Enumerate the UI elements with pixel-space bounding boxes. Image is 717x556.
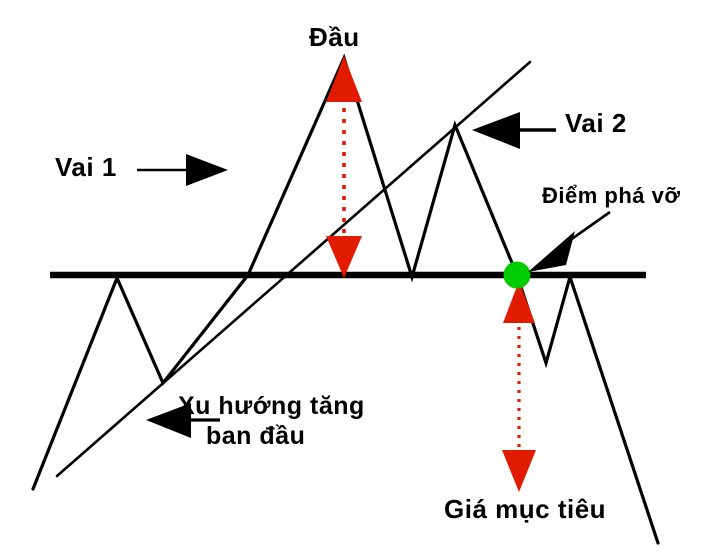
target-projection-measure-arrow bbox=[502, 281, 536, 492]
label-initial-uptrend-line1: Xu hướng tăng bbox=[178, 392, 365, 420]
head-measure-up-arrowhead bbox=[326, 56, 362, 102]
breakout-pointer-arrow bbox=[528, 210, 611, 272]
head-measure-down-arrowhead bbox=[326, 236, 362, 278]
label-initial-uptrend: Xu hướng tăng ban đầu bbox=[178, 392, 365, 451]
breakout-point-dot bbox=[503, 261, 531, 289]
shoulder-2-pointer-arrow bbox=[472, 112, 556, 149]
uptrend-trendline bbox=[55, 60, 532, 478]
head-height-measure-arrow bbox=[326, 56, 362, 278]
label-breakout-point: Điểm phá vỡ bbox=[542, 183, 681, 208]
target-measure-down-arrowhead bbox=[502, 450, 536, 492]
uptrend-pointer-arrow bbox=[146, 403, 220, 438]
label-target-price: Giá mục tiêu bbox=[444, 494, 607, 524]
label-shoulder-2: Vai 2 bbox=[565, 108, 627, 138]
target-measure-up-arrowhead bbox=[503, 281, 535, 323]
shoulder-1-pointer-arrow bbox=[137, 154, 228, 186]
label-head: Đầu bbox=[309, 22, 360, 52]
label-initial-uptrend-line2: ban đầu bbox=[206, 421, 306, 450]
label-shoulder-1: Vai 1 bbox=[55, 152, 117, 182]
